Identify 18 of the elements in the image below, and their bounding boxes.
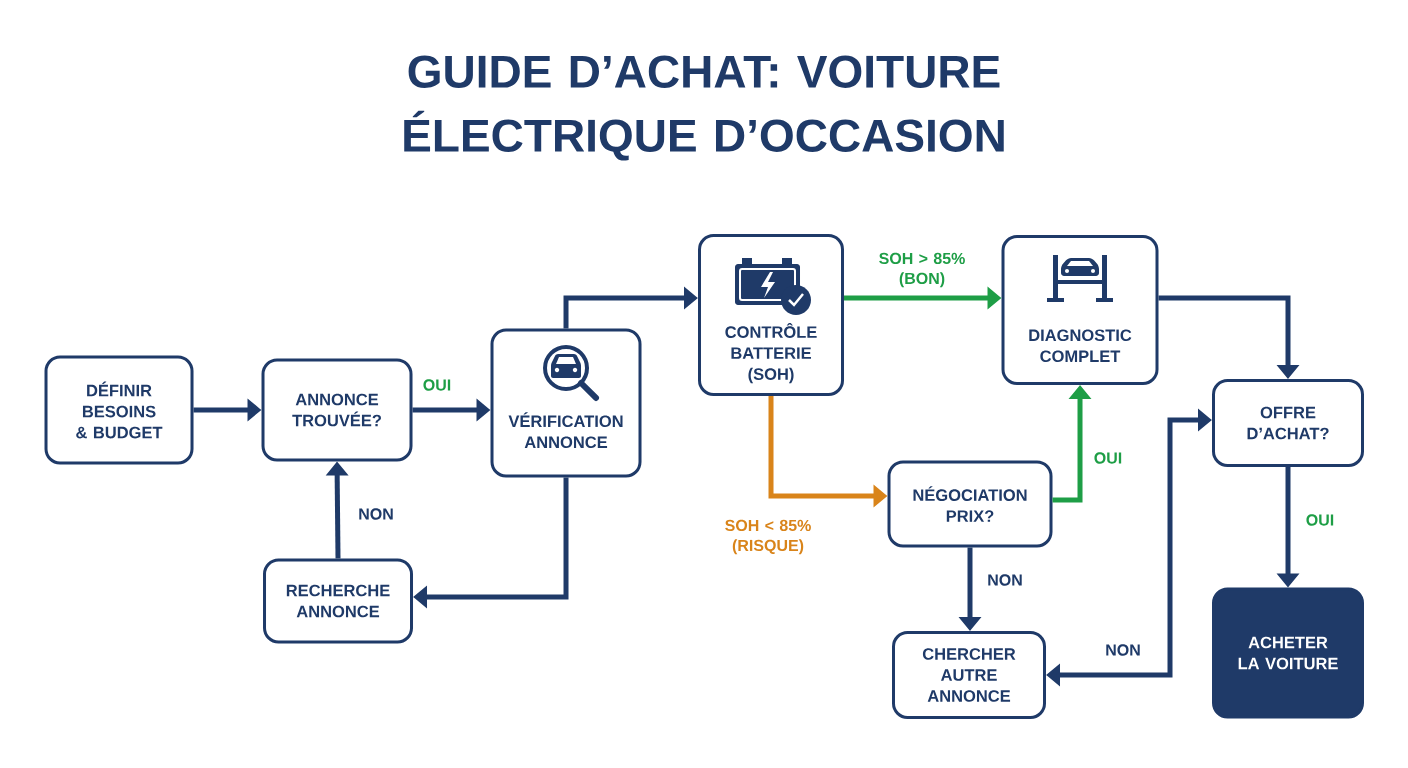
edge-label: OUI	[1094, 452, 1122, 464]
process-box: OFFRE D’ACHAT?	[1212, 379, 1364, 467]
edge-label: NON	[1106, 644, 1140, 656]
edge-label: NON	[988, 574, 1022, 586]
process-box: DÉFINIR BESOINS & BUDGET	[44, 355, 194, 465]
process-box: DIAGNOSTIC COMPLET	[1001, 235, 1159, 385]
edge-label: OUI	[1306, 514, 1334, 526]
edge-label: SOH < 85% (RISQUE)	[725, 519, 811, 555]
process-box: CHERCHER AUTRE ANNONCE	[892, 631, 1046, 719]
process-box: ANNONCE TROUVÉE?	[261, 358, 413, 462]
process-box: VÉRIFICATION ANNONCE	[490, 328, 642, 478]
title: GUIDE D’ACHAT: VOITURE ÉLECTRIQUE D’OCCASION	[404, 55, 1004, 161]
action-box: ACHETER LA VOITURE	[1212, 587, 1364, 719]
process-box: NÉGOCIATION PRIX?	[887, 460, 1053, 548]
process-box: RECHERCHE ANNONCE	[263, 558, 413, 644]
edge-label: SOH > 85% (BON)	[879, 252, 965, 288]
edge-label: NON	[359, 508, 393, 520]
edge-label: OUI	[423, 379, 451, 391]
